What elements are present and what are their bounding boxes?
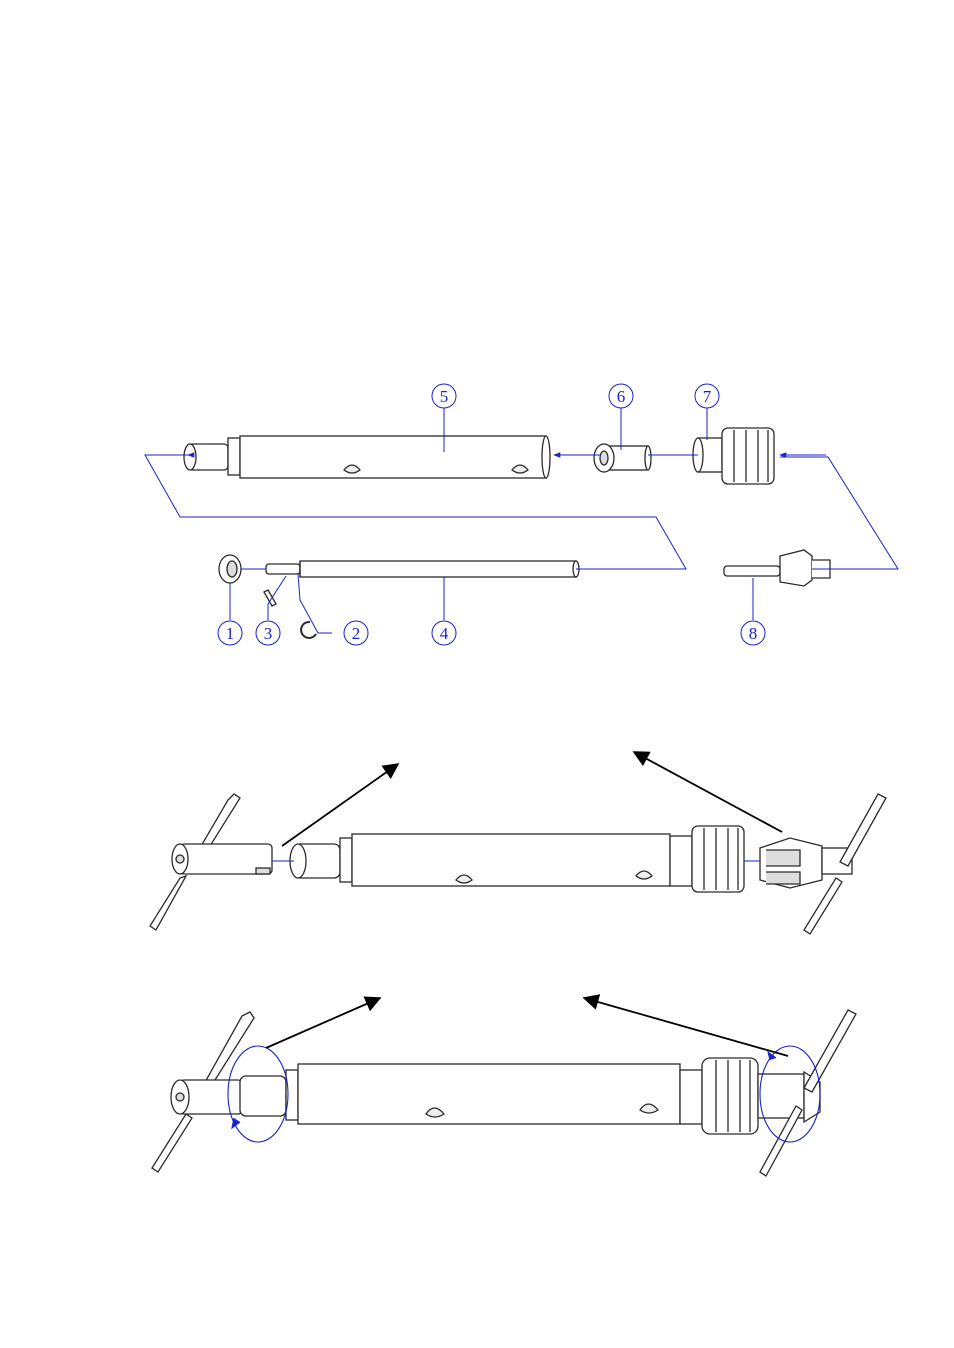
exploded-view: 5 6 7 1 3 2 4 8 xyxy=(145,384,898,645)
right-t-handle xyxy=(760,794,886,934)
callout-5: 5 xyxy=(432,384,456,408)
part-3-pin xyxy=(264,590,276,606)
tube-assembly-b xyxy=(240,1058,820,1134)
svg-text:7: 7 xyxy=(703,387,712,406)
assembly-view-b xyxy=(152,998,856,1176)
svg-text:1: 1 xyxy=(226,624,235,643)
part-6-bushing xyxy=(594,444,651,472)
part-1-washer xyxy=(219,555,241,583)
callout-3: 3 xyxy=(256,621,280,645)
assembly-view-a xyxy=(150,752,886,934)
part-4-rod xyxy=(266,561,579,577)
part-7-knurled-nut xyxy=(693,428,774,484)
part-8-end-fitting xyxy=(724,550,830,586)
left-t-handle xyxy=(150,794,272,930)
callout-4: 4 xyxy=(432,621,456,645)
callout-7: 7 xyxy=(695,384,719,408)
svg-text:5: 5 xyxy=(440,387,449,406)
callout-8: 8 xyxy=(741,621,765,645)
callout-2: 2 xyxy=(344,621,368,645)
svg-text:8: 8 xyxy=(749,624,758,643)
svg-text:4: 4 xyxy=(440,624,449,643)
callout-1: 1 xyxy=(218,621,242,645)
arrow-b-right xyxy=(584,998,788,1056)
arrow-b-left xyxy=(266,998,380,1048)
svg-text:3: 3 xyxy=(264,624,273,643)
callout-6: 6 xyxy=(609,384,633,408)
svg-text:6: 6 xyxy=(617,387,626,406)
tube-assembly-a xyxy=(290,826,744,892)
arrow-a-right xyxy=(634,752,782,832)
svg-text:2: 2 xyxy=(352,624,361,643)
left-t-handle-b xyxy=(152,1012,254,1172)
part-5-tube xyxy=(184,436,550,478)
